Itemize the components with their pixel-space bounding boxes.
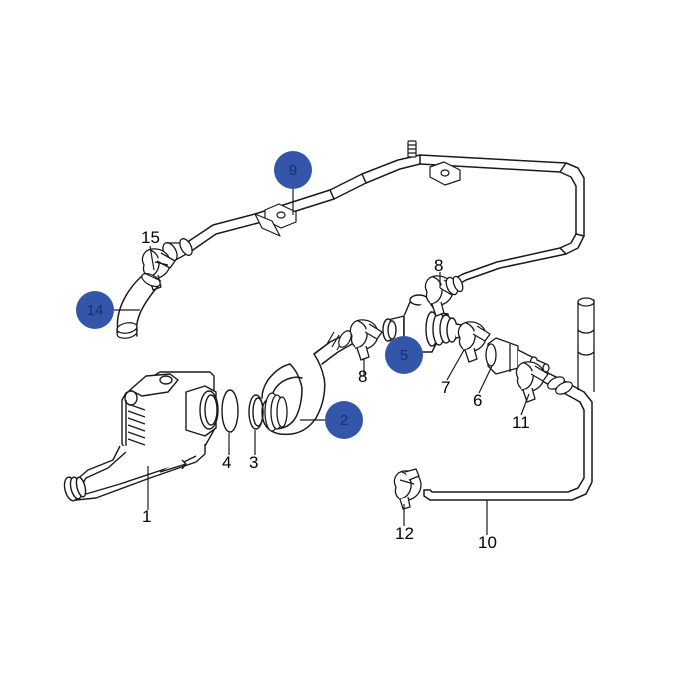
callout-label-7: 7: [441, 378, 451, 397]
part-11-hose-clamp: [515, 361, 549, 403]
callout-bubble-14-label: 14: [86, 301, 104, 319]
pipe-flange-bracket: [254, 213, 281, 237]
part-10-upper-connector: [577, 297, 595, 392]
leader-15: [149, 245, 155, 271]
callout-bubble-5-label: 5: [399, 346, 409, 364]
part-10-inlet-cuff: [547, 376, 573, 395]
callout-label-11: 11: [512, 413, 530, 432]
part-4-o-ring-large: [221, 389, 239, 433]
pipe-stud-bolt: [407, 140, 417, 158]
callout-bubble-14[interactable]: 14: [76, 291, 114, 329]
part-8-hose-clamp-lower: [349, 319, 383, 361]
pipe-bracket-tab-2: [429, 161, 461, 186]
callout-label-4: 4: [222, 453, 232, 472]
part-2-left-socket: [264, 392, 288, 432]
leader-6: [478, 365, 493, 394]
part-3-o-ring-small: [248, 394, 264, 430]
callout-label-6: 6: [473, 391, 483, 410]
callout-label-3: 3: [249, 453, 259, 472]
part-14-upper-cuff: [141, 272, 162, 288]
callout-bubble-9-label: 9: [288, 161, 298, 179]
callout-bubble-2[interactable]: 2: [325, 401, 363, 439]
leader-11: [520, 393, 530, 416]
callout-bubble-2-label: 2: [339, 411, 349, 429]
pipe-9-to-housing-socket: [445, 275, 464, 296]
leader-7: [446, 349, 465, 381]
callout-bubble-5[interactable]: 5: [385, 336, 423, 374]
part-7-hose-clamp: [457, 321, 491, 363]
part-2-upper-cuff: [326, 330, 352, 351]
part-14-lower-cuff: [116, 322, 138, 339]
callout-label-12: 12: [395, 524, 414, 543]
callout-label-8-lower: 8: [358, 367, 368, 386]
callout-label-15: 15: [141, 228, 160, 247]
callout-leader-lines: [114, 189, 530, 535]
part-2-coolant-elbow-hose: [261, 333, 353, 436]
callout-label-8-upper: 8: [434, 256, 444, 275]
part-12-hose-clamp: [393, 468, 422, 510]
part-1-oil-cooler: [63, 371, 219, 502]
callout-bubble-9[interactable]: 9: [274, 151, 312, 189]
part-9-long-coolant-pipe: [185, 154, 585, 289]
callout-label-1: 1: [142, 507, 152, 526]
callout-label-10: 10: [478, 533, 497, 552]
